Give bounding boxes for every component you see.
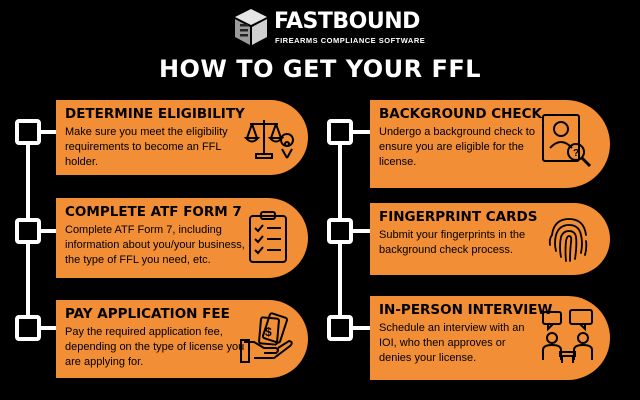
brand-tagline: FIREARMS COMPLIANCE SOFTWARE [275,36,426,45]
svg-text:$: $ [265,325,272,339]
fastbound-logo: FASTBOUND FIREARMS COMPLIANCE SOFTWARE [232,7,425,49]
timeline-node [327,315,353,341]
checklist-clipboard-icon [249,211,287,263]
profile-magnifier-icon: ? [542,114,592,168]
timeline-node [15,119,41,145]
timeline-node [327,218,353,244]
cube-logo-icon [235,9,267,45]
step-heading: BACKGROUND CHECK [379,106,543,122]
step-card-eligibility: DETERMINE ELIGIBILITY Make sure you meet… [56,100,308,175]
timeline-node [327,119,353,145]
interview-chat-icon [542,309,593,363]
step-card-fingerprint: FINGERPRINT CARDS Submit your fingerprin… [370,203,610,275]
step-text: Undergo a background check to ensure you… [379,126,535,168]
step-heading: COMPLETE ATF FORM 7 [65,204,242,220]
step-heading: PAY APPLICATION FEE [65,306,230,322]
step-card-background-check: BACKGROUND CHECK Undergo a background ch… [370,100,610,188]
brand-name: FASTBOUND [274,9,420,34]
step-text: Make sure you meet the eligibility requi… [65,126,228,168]
fingerprint-icon [548,218,588,262]
step-text: Complete ATF Form 7, including informati… [65,224,245,266]
scales-location-icon [244,120,294,159]
step-text: Schedule an interview with an IOI, who t… [379,322,525,364]
step-heading: DETERMINE ELIGIBILITY [65,106,245,122]
step-text: Pay the required application fee, depend… [65,326,245,368]
hand-money-icon: $ [240,312,293,363]
step-heading: IN-PERSON INTERVIEW [379,302,553,318]
svg-text:?: ? [573,148,579,159]
step-text: Submit your fingerprints in the backgrou… [379,229,526,256]
page-title: HOW TO GET YOUR FFL [158,55,482,83]
step-card-interview: IN-PERSON INTERVIEW Schedule an intervie… [370,296,610,380]
timeline-node [15,315,41,341]
step-heading: FINGERPRINT CARDS [379,209,538,225]
timeline-node [15,218,41,244]
step-card-atf-form: COMPLETE ATF FORM 7 Complete ATF Form 7,… [56,198,308,278]
step-card-application-fee: PAY APPLICATION FEE Pay the required app… [56,300,308,378]
